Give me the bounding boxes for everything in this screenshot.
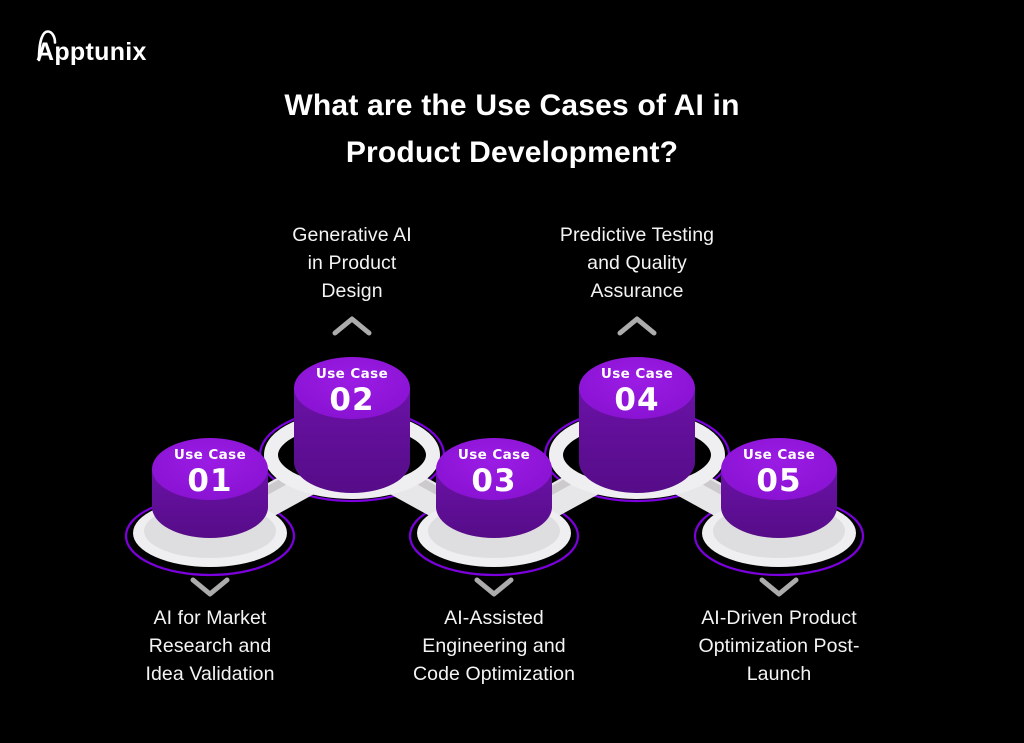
use-case-badge: Use Case <box>316 366 388 382</box>
use-case-badge: Use Case <box>174 447 246 463</box>
pointer-chevrons <box>190 316 799 597</box>
chevron-down-icon <box>759 577 799 597</box>
logo-arc-icon <box>37 30 57 62</box>
node-label-below: AI for Market Research and Idea Validati… <box>145 607 275 685</box>
use-case-badge: Use Case <box>743 447 815 463</box>
cylinder-top <box>721 438 837 500</box>
page-title: What are the Use Cases of AI in Product … <box>284 89 740 169</box>
use-case-number: 04 <box>614 382 659 418</box>
use-case-number: 05 <box>756 463 801 499</box>
cylinder-top <box>152 438 268 500</box>
brand-name: Apptunix <box>36 38 147 66</box>
cylinder-top <box>579 357 695 419</box>
use-case-number: 02 <box>329 382 374 418</box>
chevron-up-icon <box>332 316 372 336</box>
use-case-badge: Use Case <box>601 366 673 382</box>
use-case-node-4: Use Case 04 <box>579 357 695 493</box>
use-case-number: 03 <box>471 463 516 499</box>
use-case-node-2: Use Case 02 <box>294 357 410 493</box>
brand-logo-svg: Apptunix <box>36 30 147 66</box>
chevron-down-icon <box>190 577 230 597</box>
use-case-node-3: Use Case 03 <box>436 438 552 538</box>
node-label-above: Generative AI in Product Design <box>292 224 412 302</box>
use-case-badge: Use Case <box>458 447 530 463</box>
cylinder-top <box>436 438 552 500</box>
chevron-up-icon <box>617 316 657 336</box>
node-label-above: Predictive Testing and Quality Assurance <box>559 224 715 302</box>
cylinder-top <box>294 357 410 419</box>
use-case-node-1: Use Case 01 <box>152 438 268 538</box>
use-case-node-5: Use Case 05 <box>721 438 837 538</box>
chevron-down-icon <box>474 577 514 597</box>
node-label-below: AI-Driven Product Optimization Post- Lau… <box>698 607 860 685</box>
brand-logo: Apptunix <box>34 27 164 72</box>
node-label-below: AI-Assisted Engineering and Code Optimiz… <box>412 607 576 685</box>
use-case-number: 01 <box>187 463 232 499</box>
